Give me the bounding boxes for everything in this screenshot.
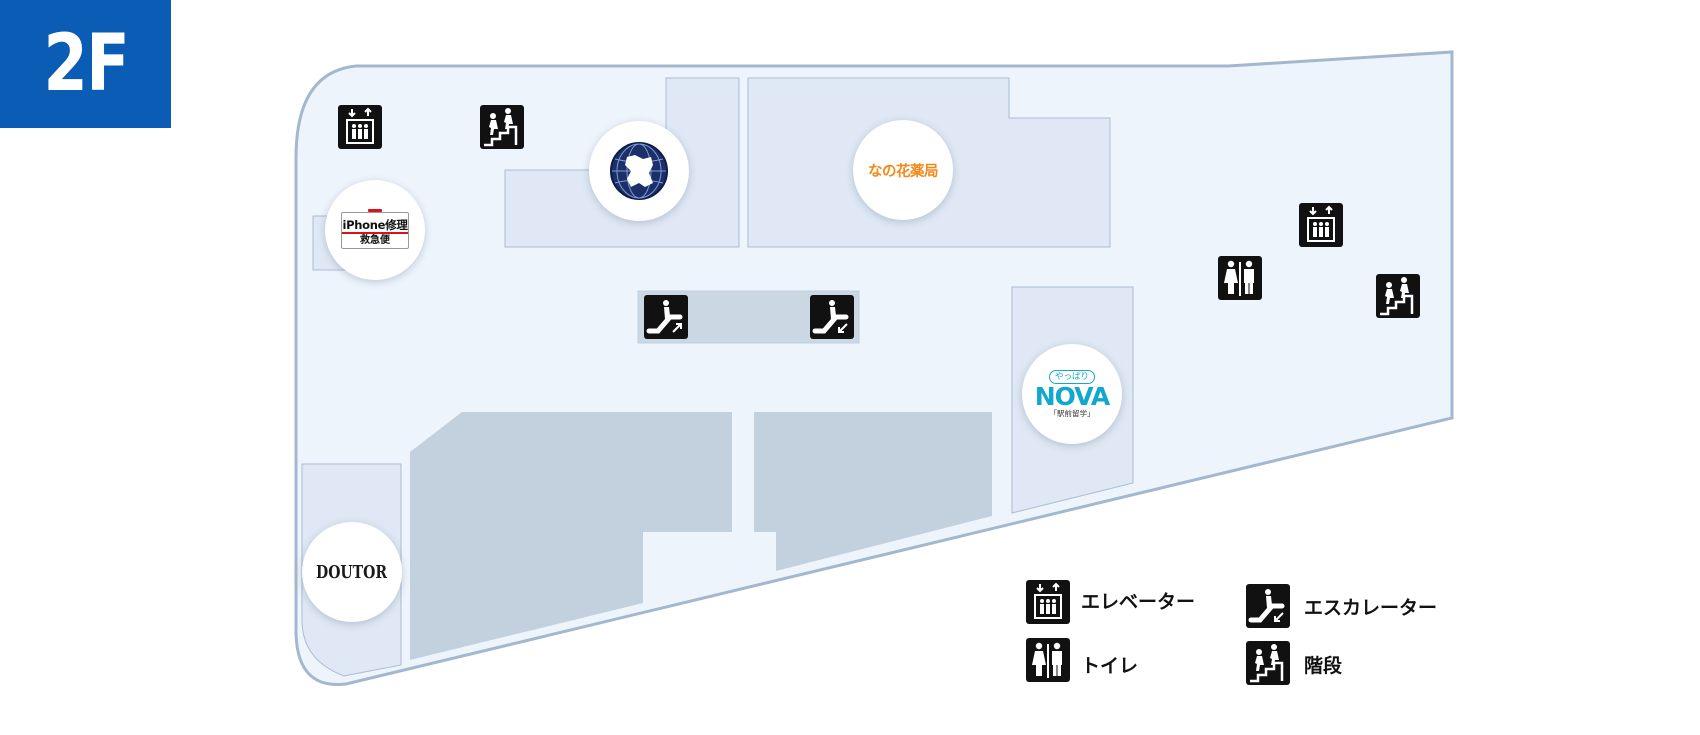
iphone-logo-tab: [368, 208, 382, 212]
floor-badge: 2F: [0, 0, 171, 128]
iphone-repair-store[interactable]: iPhone修理 救急便: [325, 180, 425, 280]
legend-elevator-label: エレベーター: [1081, 591, 1196, 613]
legend-escalator-icon: [1246, 584, 1290, 628]
toilet-icon[interactable]: [1218, 256, 1262, 300]
elevator-icon-east[interactable]: [1299, 203, 1343, 247]
nanohana-pharmacy-store[interactable]: なの花薬局: [853, 120, 953, 220]
legend-stairs-icon: [1246, 641, 1290, 685]
iphone-repair-name: iPhone修理: [342, 217, 408, 234]
legend-escalator-label: エスカレーター: [1304, 597, 1438, 619]
legend-stairs-label: 階段: [1304, 655, 1343, 677]
doutor-name: DOUTOR: [316, 561, 388, 583]
stairs-icon[interactable]: [480, 105, 524, 149]
stairs-icon-east[interactable]: [1376, 274, 1420, 318]
legend-toilet-label: トイレ: [1081, 655, 1139, 677]
elevator-icon[interactable]: [338, 105, 382, 149]
globe-store[interactable]: [589, 121, 689, 221]
legend-elevator-icon: [1026, 580, 1070, 624]
nova-subtitle: 「駅前留学」: [1049, 408, 1095, 418]
escalator-down-icon[interactable]: [810, 295, 854, 339]
block-large-right: [754, 412, 992, 571]
floor-label: 2F: [43, 19, 130, 109]
nova-name: NOVA: [1034, 381, 1111, 411]
nova-bubble: やっぱり: [1048, 369, 1095, 384]
nanohana-pharmacy-name: なの花薬局: [868, 163, 939, 180]
iphone-repair-subname: 救急便: [360, 234, 390, 246]
legend-toilet-icon: [1026, 638, 1070, 682]
doutor-store[interactable]: DOUTOR: [302, 522, 402, 622]
nova-store[interactable]: やっぱり NOVA 「駅前留学」: [1022, 344, 1122, 444]
escalator-up-icon[interactable]: [644, 295, 688, 339]
block-large-left: [410, 412, 732, 660]
globe-silhouette-logo-icon: [610, 142, 668, 200]
iphone-repair-logo: iPhone修理 救急便: [341, 208, 409, 249]
